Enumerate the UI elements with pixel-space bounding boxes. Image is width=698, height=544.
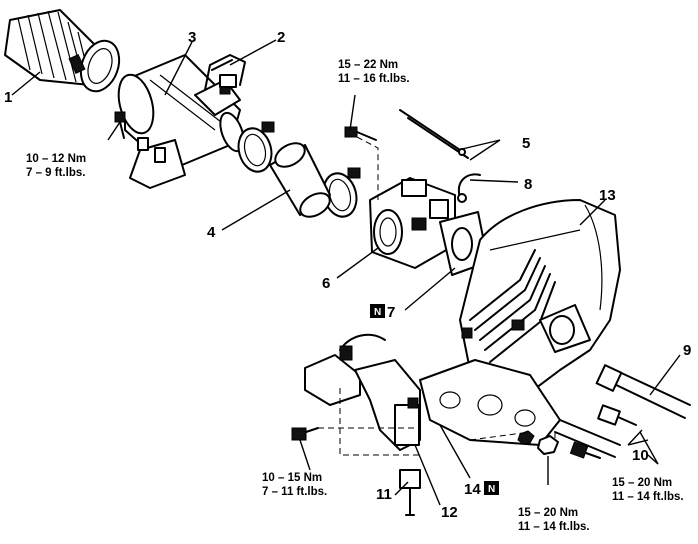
torque-spec-top-center: 15 – 22 Nm 11 – 16 ft.lbs. [338,59,410,85]
callout-12: 12 [441,504,458,521]
sensor-bracket [204,54,246,91]
torque-nm: 15 – 20 Nm [612,477,672,489]
torque-nm: 10 – 12 Nm [26,153,86,165]
callout-7: 7 [387,304,395,321]
callout-6: 6 [322,275,330,292]
throttle-cables [399,109,469,159]
vacuum-hose [457,173,481,203]
callout-10: 10 [632,447,649,464]
alignment-lines [318,136,556,456]
torque-ftlbs: 7 – 9 ft.lbs. [26,167,85,179]
new-part-marker-7-label: N [374,307,381,318]
torque-ftlbs: 7 – 11 ft.lbs. [262,486,327,498]
hose-clamps [237,121,361,218]
new-part-marker-14: N [484,481,499,495]
new-part-marker-14-label: N [488,484,495,495]
callout-2: 2 [277,29,285,46]
temperature-sensor [399,469,421,516]
callout-8: 8 [524,176,532,193]
coolant-hose [595,364,691,419]
callout-4: 4 [207,224,216,241]
sensor-assembly [304,333,421,451]
new-part-marker-7: N [370,304,385,318]
callout-3: 3 [188,29,196,46]
torque-nm: 15 – 20 Nm [518,507,578,519]
leader-lines [11,39,681,506]
intake-hose [4,9,121,93]
callout-1: 1 [4,89,12,106]
torque-spec-left: 10 – 12 Nm 7 – 9 ft.lbs. [26,153,86,179]
callout-14: 14 [464,481,481,498]
intake-manifold [459,199,621,401]
manifold-nuts [517,430,559,455]
torque-ftlbs: 11 – 16 ft.lbs. [338,73,410,85]
bracket-bolt [291,427,319,441]
torque-spec-bottom-left: 10 – 15 Nm 7 – 11 ft.lbs. [262,472,327,498]
torque-ftlbs: 11 – 14 ft.lbs. [612,491,684,503]
mounting-studs [554,404,637,459]
mounting-bolt-left [114,111,126,139]
torque-nm: 15 – 22 Nm [338,59,398,71]
rubber-sleeve [269,142,331,218]
torque-spec-bottom-right: 15 – 20 Nm 11 – 14 ft.lbs. [612,477,684,503]
manifold-flange [419,359,561,446]
callout-13: 13 [599,187,616,204]
torque-nm: 10 – 15 Nm [262,472,322,484]
callout-9: 9 [683,342,691,359]
throttle-body [369,177,456,269]
torque-spec-bottom-center: 15 – 20 Nm 11 – 14 ft.lbs. [518,507,590,533]
torque-ftlbs: 11 – 14 ft.lbs. [518,521,590,533]
callout-5: 5 [522,135,530,152]
callout-11: 11 [376,486,392,503]
